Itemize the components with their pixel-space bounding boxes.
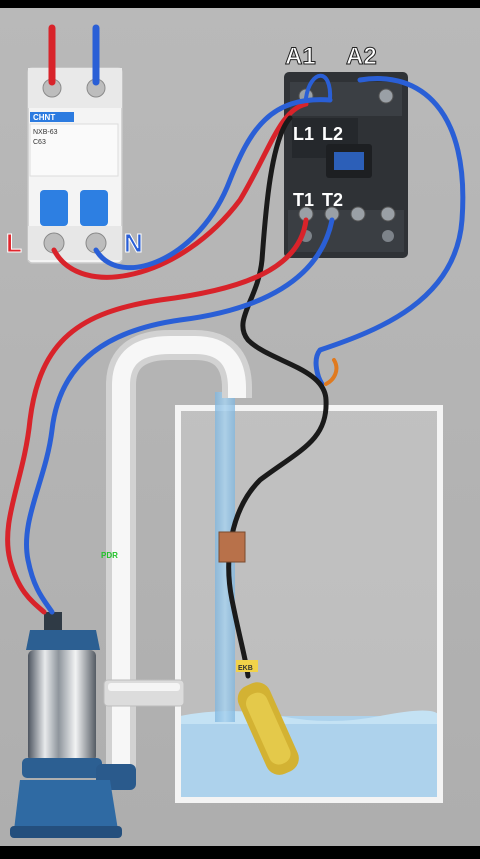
breaker-handle-right [80, 190, 108, 226]
pump-neutral-wire [24, 217, 335, 615]
breaker-brand-plate [30, 112, 74, 122]
breaker-rating: C63 [33, 139, 46, 146]
breaker-model: NXB-63 [33, 129, 58, 136]
contactor-indicator [334, 152, 364, 170]
terminal-label-l: L [6, 228, 22, 258]
tank-water [180, 716, 438, 800]
wires [5, 24, 466, 679]
water-tank [175, 405, 443, 803]
float-tag-label: EKB [238, 665, 253, 672]
control-wire [226, 115, 329, 679]
junction-connector [324, 358, 339, 386]
breaker-handle-left [40, 190, 68, 226]
live-to-l1-wire [51, 101, 309, 280]
contactor-label-t2: T2 [322, 190, 343, 210]
pump-live-wire [5, 217, 309, 615]
contactor-label-l1: L1 [293, 124, 314, 144]
contactor-label-a2: A2 [346, 43, 377, 70]
top-bar [0, 0, 480, 8]
circuit-breaker [27, 67, 123, 264]
terminal-label-n: N [124, 228, 143, 258]
contactor-label-l2: L2 [322, 124, 343, 144]
contactor-label-a1: A1 [285, 43, 316, 70]
breaker-brand: CHNT [33, 113, 55, 122]
watermark-text: PDR [101, 551, 118, 560]
contactor-label-t1: T1 [293, 190, 314, 210]
a1-jumper-wire [304, 73, 333, 102]
a2-coil-wire [313, 76, 466, 387]
float-tag [236, 660, 258, 672]
bottom-bar [0, 846, 480, 854]
float-switch [218, 531, 299, 775]
float-weight [218, 531, 246, 563]
submersible-pump [10, 612, 136, 838]
contactor [284, 72, 408, 258]
outlet-pipe [103, 330, 252, 770]
tank-wall [175, 405, 443, 803]
pump-motor-housing [28, 650, 96, 762]
neutral-to-l2-wire [93, 97, 333, 270]
